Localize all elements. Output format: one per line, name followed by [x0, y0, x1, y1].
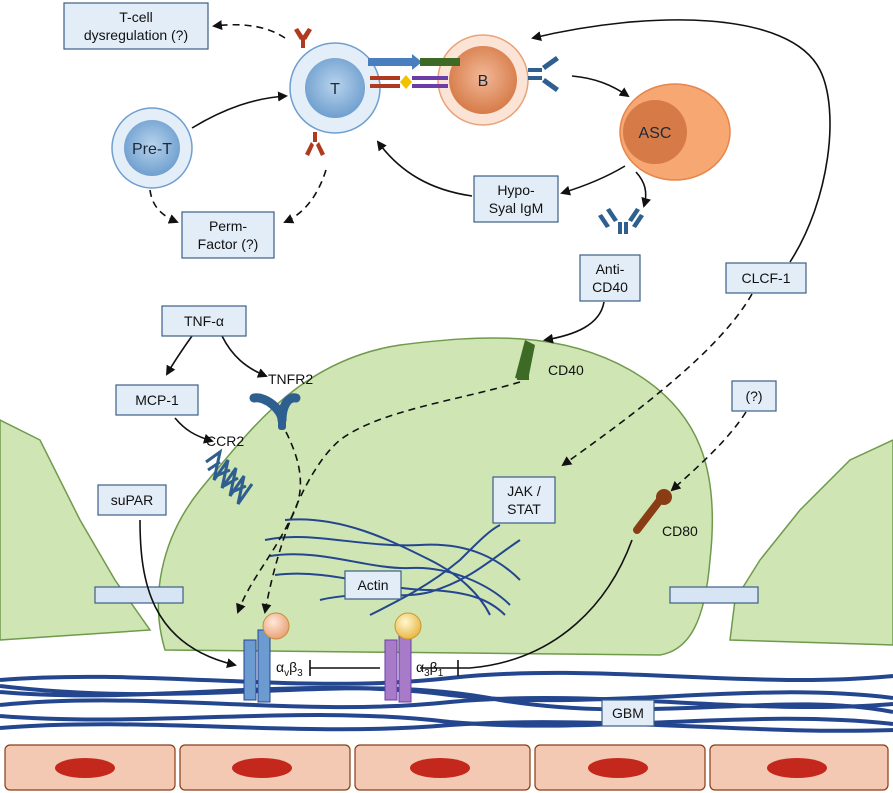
clcf1-label: CLCF-1 [741, 270, 790, 286]
unknown-label: (?) [745, 388, 762, 404]
t-cell-dysregulation-line2: dysregulation (?) [84, 27, 188, 43]
arrow-asc-to-anticd40 [635, 171, 652, 208]
nucleus [410, 758, 470, 778]
arrows [139, 19, 831, 676]
tcr-blue [368, 58, 412, 66]
nucleus [588, 758, 648, 778]
supar-box [97, 484, 167, 516]
mcp1-box [115, 384, 199, 416]
nucleus [232, 758, 292, 778]
arrow-b-to-asc [571, 75, 630, 98]
arrow-tnf-to-mcp1 [165, 335, 193, 376]
nucleus [767, 758, 827, 778]
t-label: T [330, 81, 340, 98]
tnfr2-label: TNFR2 [268, 371, 313, 387]
actin-label: Actin [357, 577, 388, 593]
anti-cd40-line2: CD40 [592, 279, 628, 295]
a3b1-label: α3β1 [416, 659, 444, 679]
actin-box [344, 570, 402, 600]
cd40-ligand-green [420, 58, 460, 66]
arrow-pret-to-t [191, 91, 288, 129]
left-podocyte-foot [0, 419, 152, 641]
perm-factor-box [181, 211, 275, 259]
t-cell-receptor-bottom [305, 132, 325, 156]
slit-diaphragm-left [94, 586, 184, 604]
ccr2-label: CCR2 [206, 433, 244, 449]
arrow-cd40-to-integrin [261, 381, 521, 614]
anti-cd40-antibody [598, 208, 644, 234]
integrin-avb3 [243, 612, 290, 703]
clcf1-box [725, 262, 807, 294]
tnf-alpha-box [161, 305, 247, 337]
arrow-t-to-dysregulation [212, 20, 286, 39]
pre-t-cell [111, 107, 193, 189]
jak-stat-box [492, 476, 556, 524]
arrow-clcf1-to-jakstat [561, 293, 753, 467]
t-cell-dysregulation-box [63, 2, 209, 50]
arrow-tnfr2-to-integrin [236, 431, 302, 614]
label-boxes: T-cell dysregulation (?) Perm- Factor (?… [63, 2, 807, 727]
tnfr2-receptor [249, 393, 301, 430]
endothelial-layer [4, 744, 889, 791]
b-cell-antibody [528, 56, 559, 92]
central-podocyte-body [157, 337, 714, 656]
anti-cd40-line1: Anti- [596, 261, 625, 277]
arrow-mcp1-to-ccr2 [174, 417, 214, 444]
hyposyal-igm-box [473, 175, 559, 223]
gbm-fibers [0, 670, 893, 733]
asc-cell [619, 83, 731, 181]
asc-label: ASC [639, 125, 672, 142]
arrow-t-to-perm [283, 169, 327, 224]
perm-factor-line1: Perm- [209, 218, 247, 234]
anti-cd40-box [579, 254, 641, 302]
arrow-tnf-to-tnfr2 [221, 335, 268, 378]
cd80-receptor [633, 489, 672, 534]
arrow-igm-to-t [376, 140, 473, 197]
perm-factor-line2: Factor (?) [198, 236, 259, 252]
integrin-a3b1 [384, 612, 422, 703]
nucleus [55, 758, 115, 778]
cd80-label: CD80 [662, 523, 698, 539]
t-cell-dysregulation-line1: T-cell [119, 9, 152, 25]
arrow-clcf1-to-b [531, 19, 831, 263]
tcell-bcell-synapse [368, 54, 460, 89]
arrow-asc-to-igm [560, 165, 626, 196]
inhibit-cd80-to-a3b1 [420, 539, 633, 669]
antigen-diamond [400, 75, 412, 89]
integrin-avb3-head [262, 612, 290, 640]
arrow-anticd40-to-cd40 [543, 301, 605, 344]
avb3-label: αvβ3 [276, 659, 303, 679]
unknown-box [731, 380, 777, 412]
t-cell [289, 42, 381, 134]
ccr2-receptor [205, 448, 254, 505]
arrow-pret-to-perm [149, 189, 179, 224]
cd40-label: CD40 [548, 362, 584, 378]
podocyte-cells [0, 337, 893, 656]
hyposyal-igm-line2: Syal IgM [489, 200, 543, 216]
gbm-box [601, 699, 655, 727]
hyposyal-igm-line1: Hypo- [497, 182, 535, 198]
jak-stat-line1: JAK / [507, 483, 541, 499]
b-cell [437, 34, 529, 126]
arrow-supar-to-avb3 [139, 519, 237, 669]
pre-t-label: Pre-T [132, 141, 172, 158]
supar-label: suPAR [111, 492, 154, 508]
cd40-receptor [515, 340, 535, 380]
integrin-a3b1-head [394, 612, 422, 640]
arrow-unknown-to-cd80 [670, 411, 747, 492]
right-podocyte-foot [729, 439, 893, 646]
mcp1-label: MCP-1 [135, 392, 179, 408]
tnf-alpha-label: TNF-α [184, 313, 224, 329]
b-label: B [478, 73, 489, 90]
jak-stat-line2: STAT [507, 501, 541, 517]
t-cell-receptor-top [294, 28, 312, 48]
gbm-label: GBM [612, 705, 644, 721]
slit-diaphragm-right [669, 586, 759, 604]
